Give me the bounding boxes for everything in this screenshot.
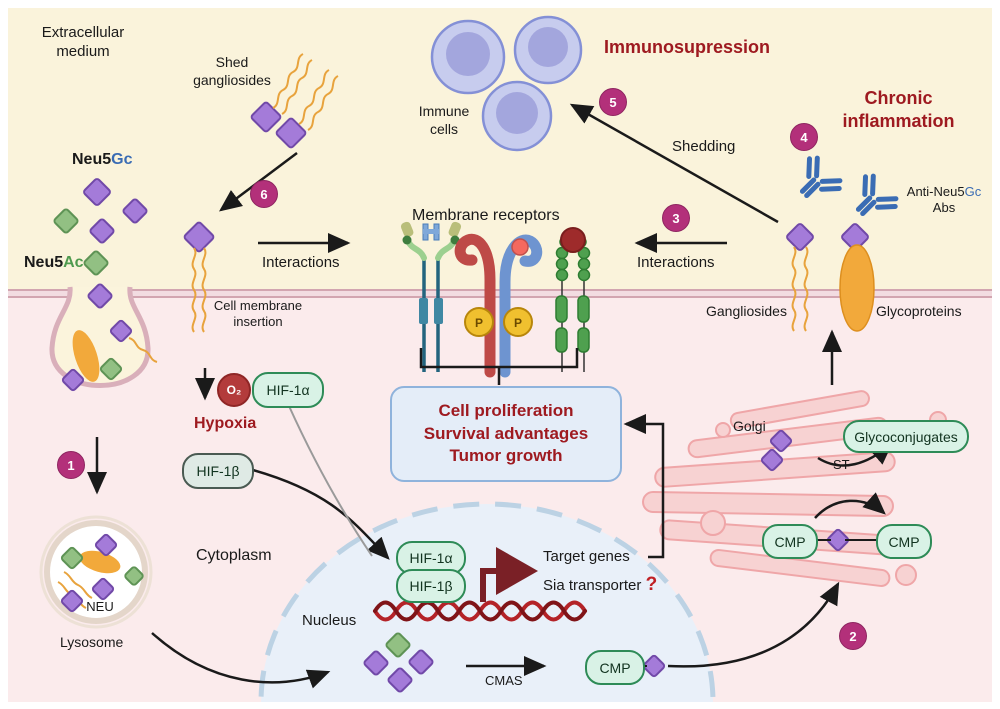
extracellular-medium-label: Extracellular medium [41,24,125,60]
interactions-right-label: Interactions [637,254,715,271]
glycoconjugates-pill: Glycoconjugates [843,420,969,453]
vesicle-cargo [72,330,100,382]
receptor-glycan-icon [555,227,591,372]
cmp-pill-golgi-left: CMP [762,524,818,559]
glycoprotein-oval [839,244,875,332]
ligand-sphere [560,227,586,253]
phospho-p-badge [464,307,494,337]
ganglioside-tails [128,53,809,363]
sialic-acid-purple-diamonds [60,101,869,693]
dna-helix [373,600,587,622]
lipid-tail-icon [63,571,93,599]
receptor-bracket [419,348,579,385]
arrow-lysosome-to-nucleus [151,632,331,689]
cmp-pill-golgi-right: CMP [876,524,932,559]
chronic-inflammation-label: Chronic inflammation [842,88,955,131]
neu5gc-label: Neu5Gc [72,151,133,168]
gangliosides-label: Gangliosides [706,303,787,319]
immunosupression-label: Immunosupression [604,37,771,57]
hif1a-pill-cytoplasm: HIF-1α [252,372,324,408]
outcome-box: Cell proliferation Survival advantages T… [390,386,622,482]
membrane-receptors-label: Membrane receptors [412,207,560,224]
hif1a-fade-line [288,405,373,557]
receptor-rtk-icon: P P [454,233,543,378]
arrow-cmp-to-golgi [667,581,840,668]
arrow-hif1b-to-nucleus [252,468,390,560]
receptor-integrin-icon [400,221,462,372]
arrow-feedback-to-box [623,414,665,559]
cytoplasm-label: Cytoplasm [196,547,272,564]
sia-transporter-label: Sia transporter ? [543,574,658,595]
golgi-label: Golgi [733,418,766,434]
hif1b-pill-cytoplasm: HIF-1β [182,453,254,489]
phospho-p-badge [503,307,533,337]
shedding-label: Shedding [672,138,736,155]
immune-cells-label: Immune cells [418,103,470,137]
arrow-shedding [569,103,779,224]
nucleus-label: Nucleus [302,612,357,629]
immune-cell [481,80,553,152]
immune-cell [430,19,506,95]
o2-icon: O₂ [217,373,251,407]
interactions-left-label: Interactions [262,254,340,271]
neu5ac-label: Neu5Ac [24,254,84,271]
promoter-arrow [480,547,538,602]
hif1b-pill-nucleus: HIF-1β [396,569,466,603]
hypoxia-label: Hypoxia [194,415,257,432]
svg-text:P: P [514,316,522,330]
outcome-line2: Survival advantages [423,423,589,443]
cell-membrane-insertion-label: Cell membrane insertion [213,298,303,330]
step-2-badge: 2 [839,622,867,650]
question-mark: ? [645,574,658,595]
step-4-badge: 4 [790,123,818,151]
svg-text:P: P [475,316,483,330]
shed-gangliosides-label: Shed gangliosides [193,54,271,88]
step-5-badge: 5 [599,88,627,116]
cmp-pill-nucleus: CMP [585,650,645,685]
lysosome-label: Lysosome [60,634,124,650]
enzyme-oval [79,550,121,574]
step-6-badge: 6 [250,180,278,208]
target-genes-label: Target genes [543,548,630,565]
arrow-cmp-across-golgi [814,492,886,519]
st-label: ST [833,457,850,472]
cmas-label: CMAS [485,673,523,688]
antibody-icon [799,155,899,217]
neu-label: NEU [86,599,114,614]
sialic-acid-green-diamonds [53,208,411,658]
glycoproteins-label: Glycoproteins [876,303,962,319]
step-1-badge: 1 [57,451,85,479]
step-3-badge: 3 [662,204,690,232]
outcome-line3: Tumor growth [449,446,563,466]
outcome-line1: Cell proliferation [438,400,574,420]
immune-cell [513,15,583,85]
anti-neu5gc-abs-label: Anti-Neu5Gc Abs [906,184,982,216]
immune-cells-group [430,15,583,152]
